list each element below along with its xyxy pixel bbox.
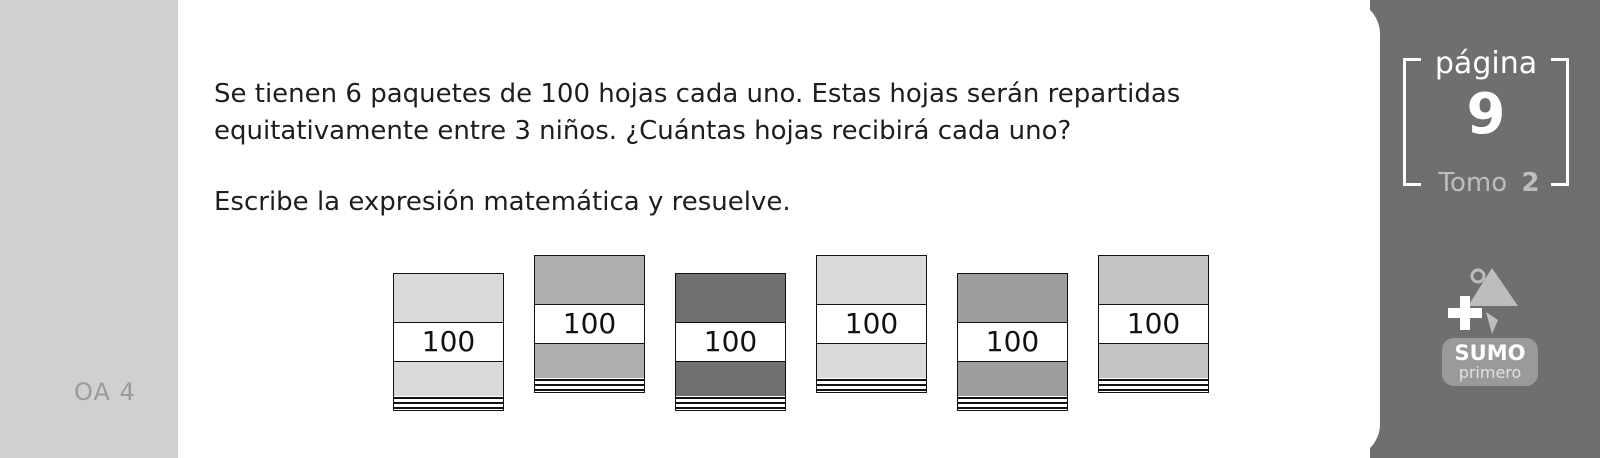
plus-vertical <box>1460 296 1470 330</box>
left-strip: OA 4 <box>0 0 178 458</box>
paper-bundle: 100 <box>1098 255 1209 393</box>
bundle-top-band <box>676 274 785 322</box>
pagina-label: página <box>1428 46 1544 81</box>
bundle-top-band <box>958 274 1067 322</box>
oa-code: OA 4 <box>74 378 136 406</box>
paper-bundle: 100 <box>393 273 504 411</box>
logo-badge: SUMO primero <box>1442 338 1538 386</box>
bracket-right <box>1551 58 1569 186</box>
bundle-bottom-band <box>958 362 1067 396</box>
bundle-stripes <box>817 378 926 392</box>
sumo-primero-logo-icon <box>1448 268 1518 334</box>
bundle-top-band <box>817 256 926 304</box>
paper-bundles: 100 100 100 100 100 100 <box>393 255 1213 425</box>
bundle-stripes <box>394 396 503 410</box>
paper-bundle: 100 <box>816 255 927 393</box>
bundle-top-band <box>394 274 503 322</box>
paper-bundle: 100 <box>534 255 645 393</box>
logo-word-2: primero <box>1458 363 1522 382</box>
instruction: Escribe la expresión matemática y resuel… <box>214 187 791 217</box>
problem-statement: Se tienen 6 paquetes de 100 hojas cada u… <box>214 76 1314 150</box>
bundle-label: 100 <box>535 304 644 344</box>
problem-line-1: Se tienen 6 paquetes de 100 hojas cada u… <box>214 79 1181 109</box>
bundle-bottom-band <box>394 362 503 396</box>
bundle-label: 100 <box>394 322 503 362</box>
tomo-label: Tomo <box>1432 168 1514 198</box>
page-indicator: página 9 Tomo 2 <box>1403 46 1569 198</box>
bundle-stripes <box>676 396 785 410</box>
bundle-bottom-band <box>817 344 926 378</box>
paper-bundle: 100 <box>675 273 786 411</box>
bundle-top-band <box>1099 256 1208 304</box>
triangle-shape <box>1468 268 1518 306</box>
page-number: 9 <box>1466 82 1506 147</box>
bracket-left <box>1403 58 1421 186</box>
character-body <box>1486 312 1498 334</box>
bundle-label: 100 <box>1099 304 1208 344</box>
bundle-bottom-band <box>1099 344 1208 378</box>
bundle-label: 100 <box>817 304 926 344</box>
bundle-stripes <box>535 378 644 392</box>
bundle-label: 100 <box>958 322 1067 362</box>
paper-bundle: 100 <box>957 273 1068 411</box>
bundle-label: 100 <box>676 322 785 362</box>
tomo-number: 2 <box>1521 168 1540 198</box>
bundle-bottom-band <box>535 344 644 378</box>
bundle-bottom-band <box>676 362 785 396</box>
logo-word-1: SUMO <box>1454 341 1526 365</box>
text-block: Se tienen 6 paquetes de 100 hojas cada u… <box>214 76 1314 221</box>
bundle-top-band <box>535 256 644 304</box>
character-head <box>1470 268 1486 284</box>
problem-line-2: equitativamente entre 3 niños. ¿Cuántas … <box>214 116 1072 146</box>
bundle-stripes <box>1099 378 1208 392</box>
bundle-stripes <box>958 396 1067 410</box>
